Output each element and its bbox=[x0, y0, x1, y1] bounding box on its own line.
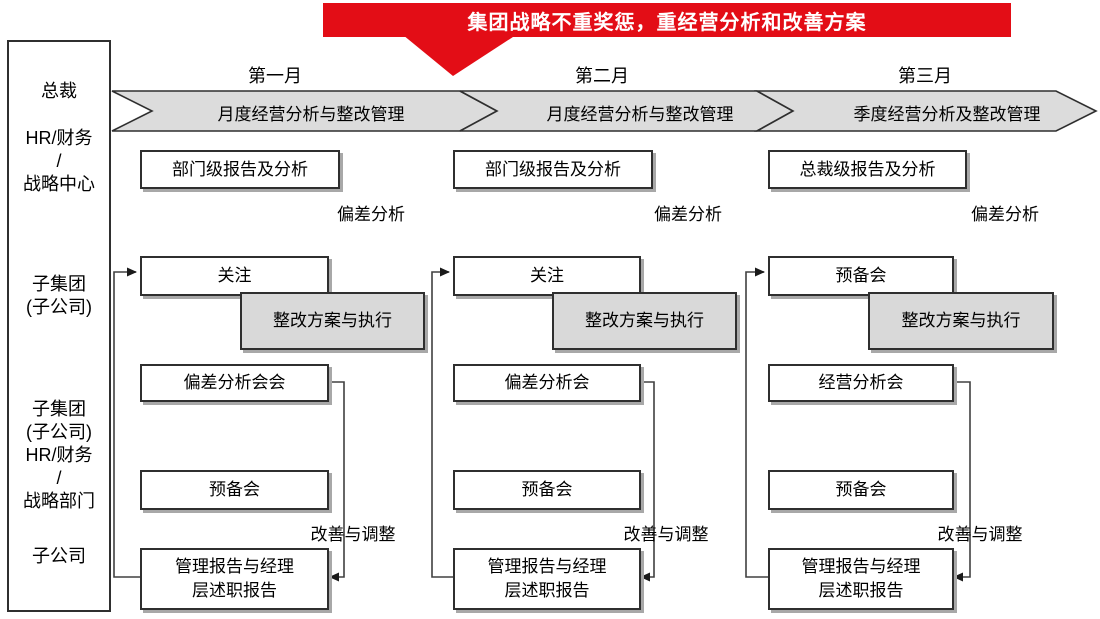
phase-label-1: 月度经营分析与整改管理 bbox=[217, 105, 405, 124]
focus-box-col3: 预备会 bbox=[768, 256, 954, 296]
analysis-meeting-box-col2: 偏差分析会 bbox=[453, 364, 641, 402]
deviation-analysis-label-col1: 偏差分析 bbox=[337, 205, 405, 224]
improve-adjust-label-col1: 改善与调整 bbox=[310, 525, 396, 544]
ribbon-chevron-month3 bbox=[753, 90, 1098, 132]
role-sidebar: 总裁 HR/财务 / 战略中心 子集团 (子公司) 子集团 (子公司) HR/财… bbox=[7, 40, 111, 612]
prep-meeting-box-col2: 预备会 bbox=[453, 470, 641, 510]
banner-callout-tail-icon bbox=[403, 35, 516, 76]
prep-meeting-box-col1: 预备会 bbox=[140, 470, 329, 510]
report-box-col2: 部门级报告及分析 bbox=[453, 150, 653, 189]
phase-label-2: 月度经营分析与整改管理 bbox=[546, 105, 734, 124]
focus-box-col1: 关注 bbox=[140, 256, 329, 296]
strategy-banner: 集团战略不重奖惩，重经营分析和改善方案 bbox=[323, 3, 1011, 37]
role-hr-finance-strategy-center: HR/财务 / 战略中心 bbox=[23, 128, 95, 194]
feedback-loop-arrow-col2 bbox=[431, 267, 453, 578]
action-plan-box-col2: 整改方案与执行 bbox=[552, 292, 737, 350]
management-report-box-col2: 管理报告与经理 层述职报告 bbox=[453, 548, 641, 610]
month-label-2: 第二月 bbox=[575, 66, 629, 86]
meeting-to-report-arrow-col3 bbox=[950, 381, 971, 582]
report-box-col3: 总裁级报告及分析 bbox=[768, 150, 967, 189]
role-subsidiary: 子公司 bbox=[32, 546, 86, 566]
analysis-meeting-box-col1: 偏差分析会会 bbox=[140, 364, 329, 402]
month-label-3: 第三月 bbox=[898, 66, 952, 86]
role-subgroup-hr-finance-strategy-dept: 子集团 (子公司) HR/财务 / 战略部门 bbox=[23, 399, 95, 511]
improve-adjust-label-col2: 改善与调整 bbox=[623, 525, 709, 544]
meeting-to-report-arrow-col1 bbox=[325, 381, 345, 582]
focus-box-col2: 关注 bbox=[453, 256, 641, 296]
feedback-loop-arrow-col3 bbox=[745, 267, 768, 578]
action-plan-box-col3: 整改方案与执行 bbox=[868, 292, 1054, 350]
action-plan-box-col1: 整改方案与执行 bbox=[240, 292, 425, 350]
phase-label-3: 季度经营分析及整改管理 bbox=[853, 105, 1041, 124]
report-box-col1: 部门级报告及分析 bbox=[140, 150, 340, 189]
improve-adjust-label-col3: 改善与调整 bbox=[937, 525, 1023, 544]
prep-meeting-box-col3: 预备会 bbox=[768, 470, 954, 510]
feedback-loop-arrow-col1 bbox=[113, 267, 140, 578]
analysis-meeting-box-col3: 经营分析会 bbox=[768, 364, 954, 402]
deviation-analysis-label-col3: 偏差分析 bbox=[971, 205, 1039, 224]
month-label-1: 第一月 bbox=[248, 66, 302, 86]
management-report-box-col3: 管理报告与经理 层述职报告 bbox=[768, 548, 954, 610]
meeting-to-report-arrow-col2 bbox=[637, 381, 655, 582]
role-subgroup: 子集团 (子公司) bbox=[26, 274, 92, 317]
management-report-box-col1: 管理报告与经理 层述职报告 bbox=[140, 548, 329, 610]
role-president: 总裁 bbox=[41, 81, 77, 101]
deviation-analysis-label-col2: 偏差分析 bbox=[654, 205, 722, 224]
